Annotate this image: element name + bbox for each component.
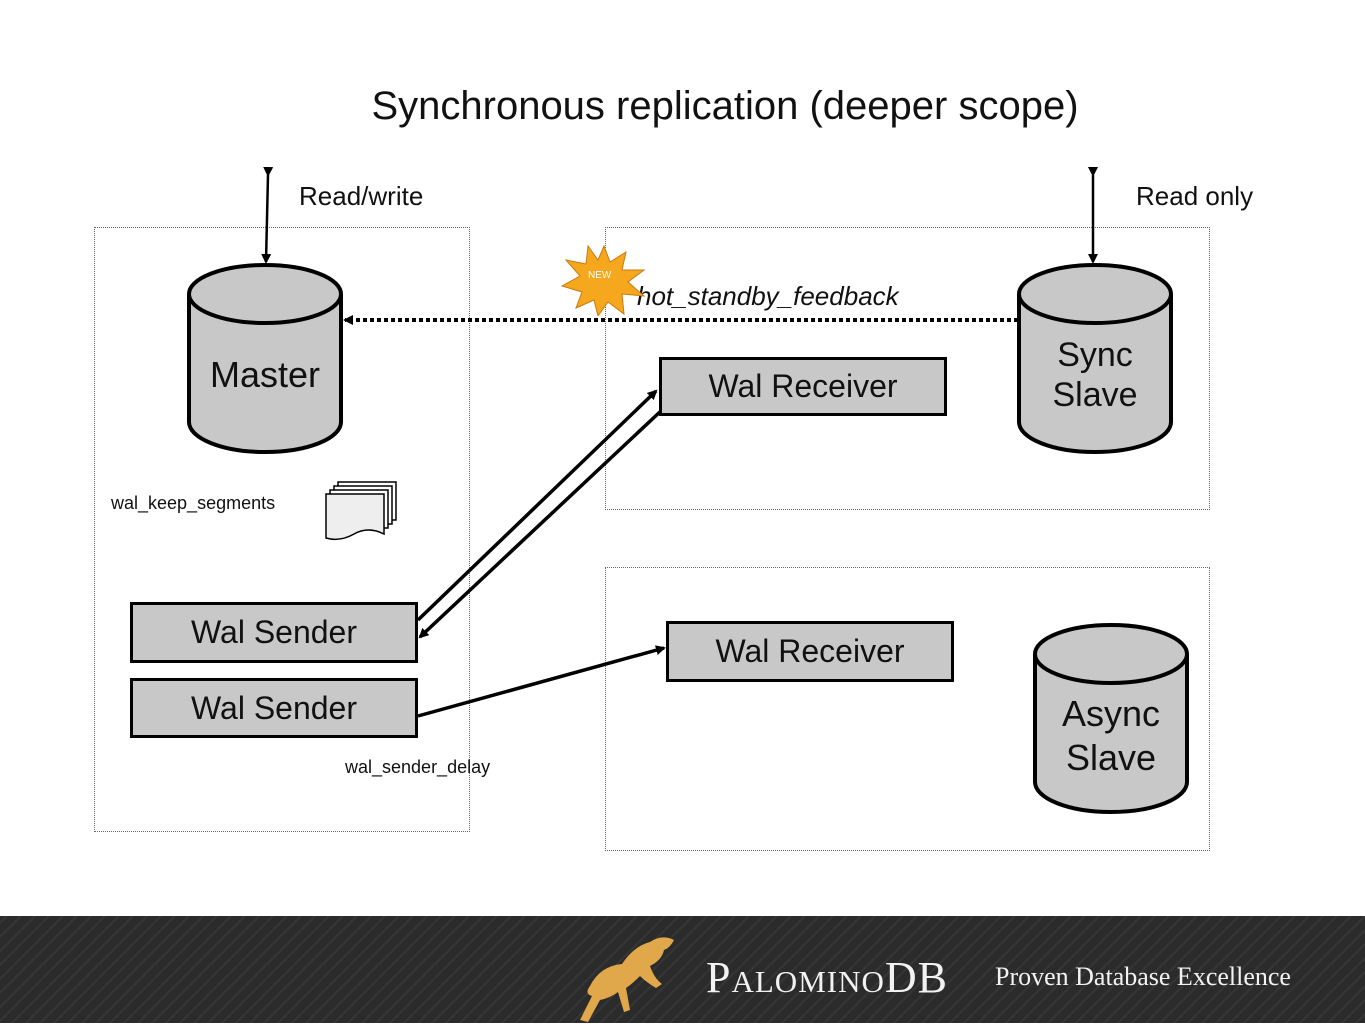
wal-sender-delay-label: wal_sender_delay [345, 757, 491, 777]
async-slave-label-line1: Async [1061, 693, 1161, 734]
async-slave-group-frame [605, 567, 1210, 851]
brand-tagline: Proven Database Excellence [995, 962, 1291, 991]
hot-standby-feedback-label: hot_standby_feedback [637, 281, 899, 311]
sync-slave-label: Sync Slave [1016, 335, 1174, 415]
wal-receiver-sync-box: Wal Receiver [659, 357, 947, 416]
starburst-icon [560, 244, 646, 316]
master-database: Master [186, 262, 344, 456]
wal-receiver-async-box: Wal Receiver [666, 621, 954, 682]
read-write-label: Read/write [299, 181, 424, 211]
sync-stream-arrow-down [418, 408, 664, 639]
read-write-arrow [261, 166, 274, 264]
async-stream-arrow [417, 645, 666, 718]
footer-bar: PALOMINODB Proven Database Excellence [0, 916, 1365, 1023]
async-slave-label: Async Slave [1032, 692, 1190, 780]
slide-title: Synchronous replication (deeper scope) [371, 84, 1079, 128]
async-slave-database: Async Slave [1032, 622, 1190, 816]
async-slave-label-line2: Slave [1065, 737, 1157, 778]
master-group-frame [94, 227, 470, 832]
wal-segments-stack-icon [325, 481, 397, 541]
brand-p: P [706, 953, 732, 1002]
new-badge-text: NEW [588, 270, 612, 281]
connectors-layer [261, 166, 1098, 718]
horse-logo-icon [580, 937, 674, 1022]
database-cylinder-icon [1033, 623, 1189, 814]
read-only-label: Read only [1136, 181, 1254, 211]
wal-sender-async-box: Wal Sender [130, 678, 418, 738]
database-cylinder-icon [187, 263, 343, 454]
sync-slave-database: Sync Slave [1016, 262, 1174, 456]
sync-stream-arrow-up [416, 389, 658, 622]
sync-slave-label-line1: Sync [1057, 336, 1133, 374]
brand-db: DB [884, 953, 948, 1002]
sync-slave-group-frame [605, 227, 1210, 510]
master-label: Master [209, 354, 321, 395]
footer-texture [0, 916, 1365, 1023]
database-cylinder-icon [1017, 263, 1173, 454]
brand-wordmark: PALOMINODB [706, 952, 948, 1003]
wal-keep-segments-label: wal_keep_segments [111, 493, 276, 513]
wal-sender-sync-box: Wal Sender [130, 602, 418, 663]
brand-alomino: ALOMINO [731, 964, 885, 999]
new-badge: NEW [560, 244, 648, 316]
sync-slave-label-line2: Slave [1052, 376, 1138, 414]
